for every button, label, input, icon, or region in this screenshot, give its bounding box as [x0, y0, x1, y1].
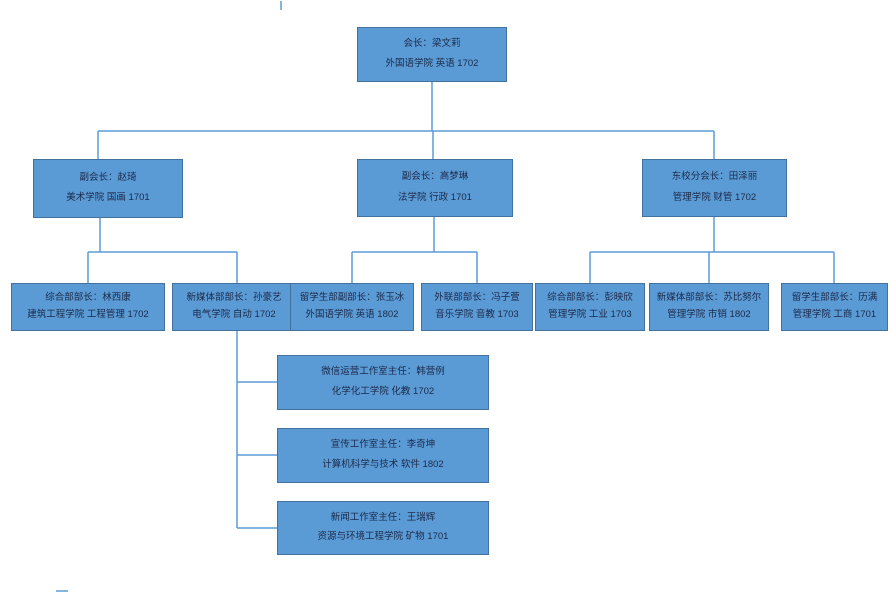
org-node-studio-publicity[interactable]: 宣传工作室主任：李奇坤 计算机科学与技术 软件 1802	[277, 428, 489, 483]
node-subtitle: 美术学院 国画 1701	[66, 192, 150, 204]
node-title: 副会长：高梦琳	[401, 171, 469, 183]
node-subtitle: 电气学院 自动 1702	[192, 309, 276, 321]
connector-president-tree	[97, 82, 715, 160]
node-subtitle: 化学化工学院 化教 1702	[331, 385, 435, 397]
node-title: 新媒体部部长：孙豪艺	[186, 292, 282, 304]
node-subtitle: 法学院 行政 1701	[398, 191, 472, 203]
connector-west-subtree	[87, 218, 238, 284]
node-title: 综合部部长：彭映欣	[547, 292, 633, 304]
node-title: 新闻工作室主任：王瑞辉	[330, 512, 436, 524]
connector-mid-subtree	[351, 217, 478, 284]
org-node-dept-general-east[interactable]: 综合部部长：彭映欣 管理学院 工业 1703	[535, 283, 645, 331]
node-title: 新媒体部部长：苏比努尔	[656, 292, 762, 304]
org-node-studio-wechat[interactable]: 微信运营工作室主任：韩营例 化学化工学院 化教 1702	[277, 355, 489, 410]
org-node-dept-intl-vice[interactable]: 留学生部副部长：张玉冰 外国语学院 英语 1802	[290, 283, 414, 331]
org-node-dept-newmedia-east[interactable]: 新媒体部部长：苏比努尔 管理学院 市销 1802	[649, 283, 769, 331]
org-node-president[interactable]: 会长：梁文莉 外国语学院 英语 1702	[357, 27, 507, 82]
node-subtitle: 建筑工程学院 工程管理 1702	[27, 309, 149, 321]
org-node-vp-mid[interactable]: 副会长：高梦琳 法学院 行政 1701	[357, 159, 513, 217]
connector-studio-spine	[236, 331, 277, 529]
org-node-dept-general-west[interactable]: 综合部部长：林西康 建筑工程学院 工程管理 1702	[11, 283, 165, 331]
node-title: 综合部部长：林西康	[45, 292, 131, 304]
node-subtitle: 外国语学院 英语 1802	[305, 309, 399, 321]
org-node-studio-news[interactable]: 新闻工作室主任：王瑞辉 资源与环境工程学院 矿物 1701	[277, 501, 489, 555]
org-node-east-branch[interactable]: 东校分会长：田泽丽 管理学院 财管 1702	[642, 159, 787, 217]
node-subtitle: 管理学院 工商 1701	[792, 309, 877, 321]
org-node-dept-newmedia-west[interactable]: 新媒体部部长：孙豪艺 电气学院 自动 1702	[172, 283, 296, 331]
node-title: 东校分会长：田泽丽	[671, 171, 758, 183]
node-title: 留学生部部长：历满	[791, 292, 878, 304]
connector-east-subtree	[589, 217, 835, 284]
org-node-vp-west[interactable]: 副会长：赵琦 美术学院 国画 1701	[33, 159, 183, 218]
node-subtitle: 音乐学院 音教 1703	[435, 309, 519, 321]
org-node-dept-intl-east[interactable]: 留学生部部长：历满 管理学院 工商 1701	[781, 283, 888, 331]
node-title: 微信运营工作室主任：韩营例	[321, 366, 445, 378]
node-title: 留学生部副部长：张玉冰	[299, 292, 405, 304]
node-title: 副会长：赵琦	[79, 171, 137, 183]
node-subtitle: 外国语学院 英语 1702	[385, 57, 479, 69]
node-title: 会长：梁文莉	[403, 38, 461, 50]
stray-line-marks	[56, 1, 282, 592]
node-title: 外联部部长：冯子萱	[434, 292, 520, 304]
node-subtitle: 管理学院 市销 1802	[667, 309, 751, 321]
org-node-dept-outreach[interactable]: 外联部部长：冯子萱 音乐学院 音教 1703	[421, 283, 533, 331]
node-subtitle: 管理学院 财管 1702	[672, 191, 757, 203]
node-subtitle: 资源与环境工程学院 矿物 1701	[317, 531, 449, 543]
node-title: 宣传工作室主任：李奇坤	[330, 439, 436, 451]
node-subtitle: 计算机科学与技术 软件 1802	[322, 458, 444, 470]
node-subtitle: 管理学院 工业 1703	[548, 309, 632, 321]
